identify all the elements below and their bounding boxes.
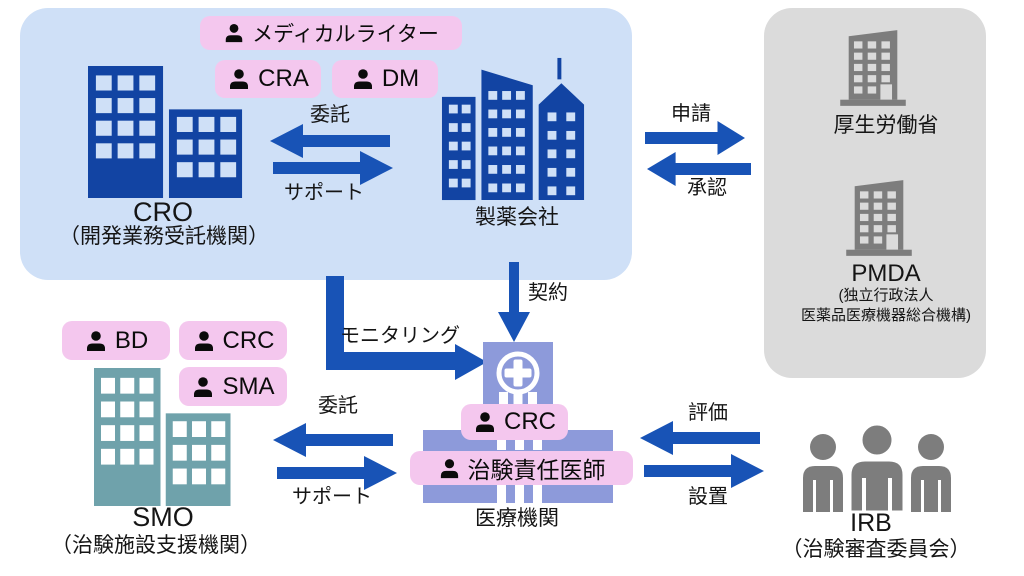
badge-dm: DM <box>332 60 438 98</box>
mhlw-building-icon <box>840 30 906 106</box>
pmda-name: PMDA <box>851 260 921 287</box>
smo-building-icon <box>94 368 231 506</box>
person-icon <box>86 330 105 351</box>
pmda-building-icon <box>846 180 912 256</box>
label-evaluation: 評価 <box>688 402 728 424</box>
hospital-name: 医療機関 <box>475 507 559 530</box>
label-entrust-cro: 委託 <box>310 104 350 126</box>
label-application: 申請 <box>671 103 711 125</box>
badge-crc-smo-label: CRC <box>222 326 275 354</box>
arrow-monitoring <box>326 276 487 380</box>
badge-medical-writer: メディカルライター <box>200 16 462 50</box>
pmda-subtitle-line2: 医薬品医療機器総合機構) <box>801 307 971 324</box>
badge-sma: SMA <box>179 367 287 406</box>
person-icon <box>440 458 458 478</box>
person-icon <box>225 24 243 43</box>
irb-committee-icon <box>803 422 951 512</box>
label-monitoring: モニタリング <box>340 325 460 347</box>
irb-subtitle: （治験審査委員会） <box>781 538 971 561</box>
arrow-application <box>645 121 745 155</box>
arrow-support-hospital <box>277 456 397 490</box>
label-entrust-smo: 委託 <box>318 395 358 417</box>
badge-bd: BD <box>62 321 170 360</box>
badge-crc-smo: CRC <box>179 321 287 360</box>
person-icon <box>230 69 249 89</box>
cro-building-icon <box>88 66 243 198</box>
arrow-evaluation <box>640 421 760 455</box>
label-contract: 契約 <box>528 282 568 304</box>
badge-principal-investigator: 治験責任医師 <box>410 451 633 485</box>
person-icon <box>194 376 213 397</box>
label-support-hospital: サポート <box>292 486 372 508</box>
person-icon <box>476 412 494 432</box>
arrow-approval <box>647 152 751 186</box>
arrow-establishment <box>644 454 764 488</box>
badge-crc-site: CRC <box>461 404 568 440</box>
label-establishment: 設置 <box>688 486 728 508</box>
badge-cra: CRA <box>215 60 321 98</box>
badge-principal-investigator-label: 治験責任医師 <box>467 457 606 483</box>
badge-medical-writer-label: メディカルライター <box>252 23 439 46</box>
pmda-subtitle-line1: (独立行政法人 <box>838 287 934 304</box>
person-icon <box>353 69 372 89</box>
smo-name: SMO <box>132 502 194 532</box>
mhlw-name: 厚生労働省 <box>833 114 939 137</box>
arrow-support-pharma <box>273 151 393 185</box>
badge-crc-site-label: CRC <box>504 408 556 435</box>
smo-subtitle: （治験施設支援機関） <box>51 534 261 557</box>
badge-bd-label: BD <box>114 326 149 354</box>
pharma-building-icon <box>441 57 585 201</box>
person-icon <box>194 330 213 351</box>
label-support-pharma: サポート <box>284 182 364 204</box>
cro-subtitle: （開発業務受託機関） <box>59 225 269 248</box>
irb-name: IRB <box>850 509 892 537</box>
badge-cra-label: CRA <box>258 65 309 92</box>
arrow-contract <box>498 262 530 342</box>
cro-name: CRO <box>133 197 193 227</box>
arrow-entrust-smo <box>273 423 393 457</box>
arrow-entrust-cro <box>270 124 390 158</box>
label-approval: 承認 <box>687 177 727 199</box>
badge-sma-label: SMA <box>222 372 275 400</box>
badge-dm-label: DM <box>381 65 420 92</box>
pharma-name: 製薬会社 <box>475 206 559 229</box>
